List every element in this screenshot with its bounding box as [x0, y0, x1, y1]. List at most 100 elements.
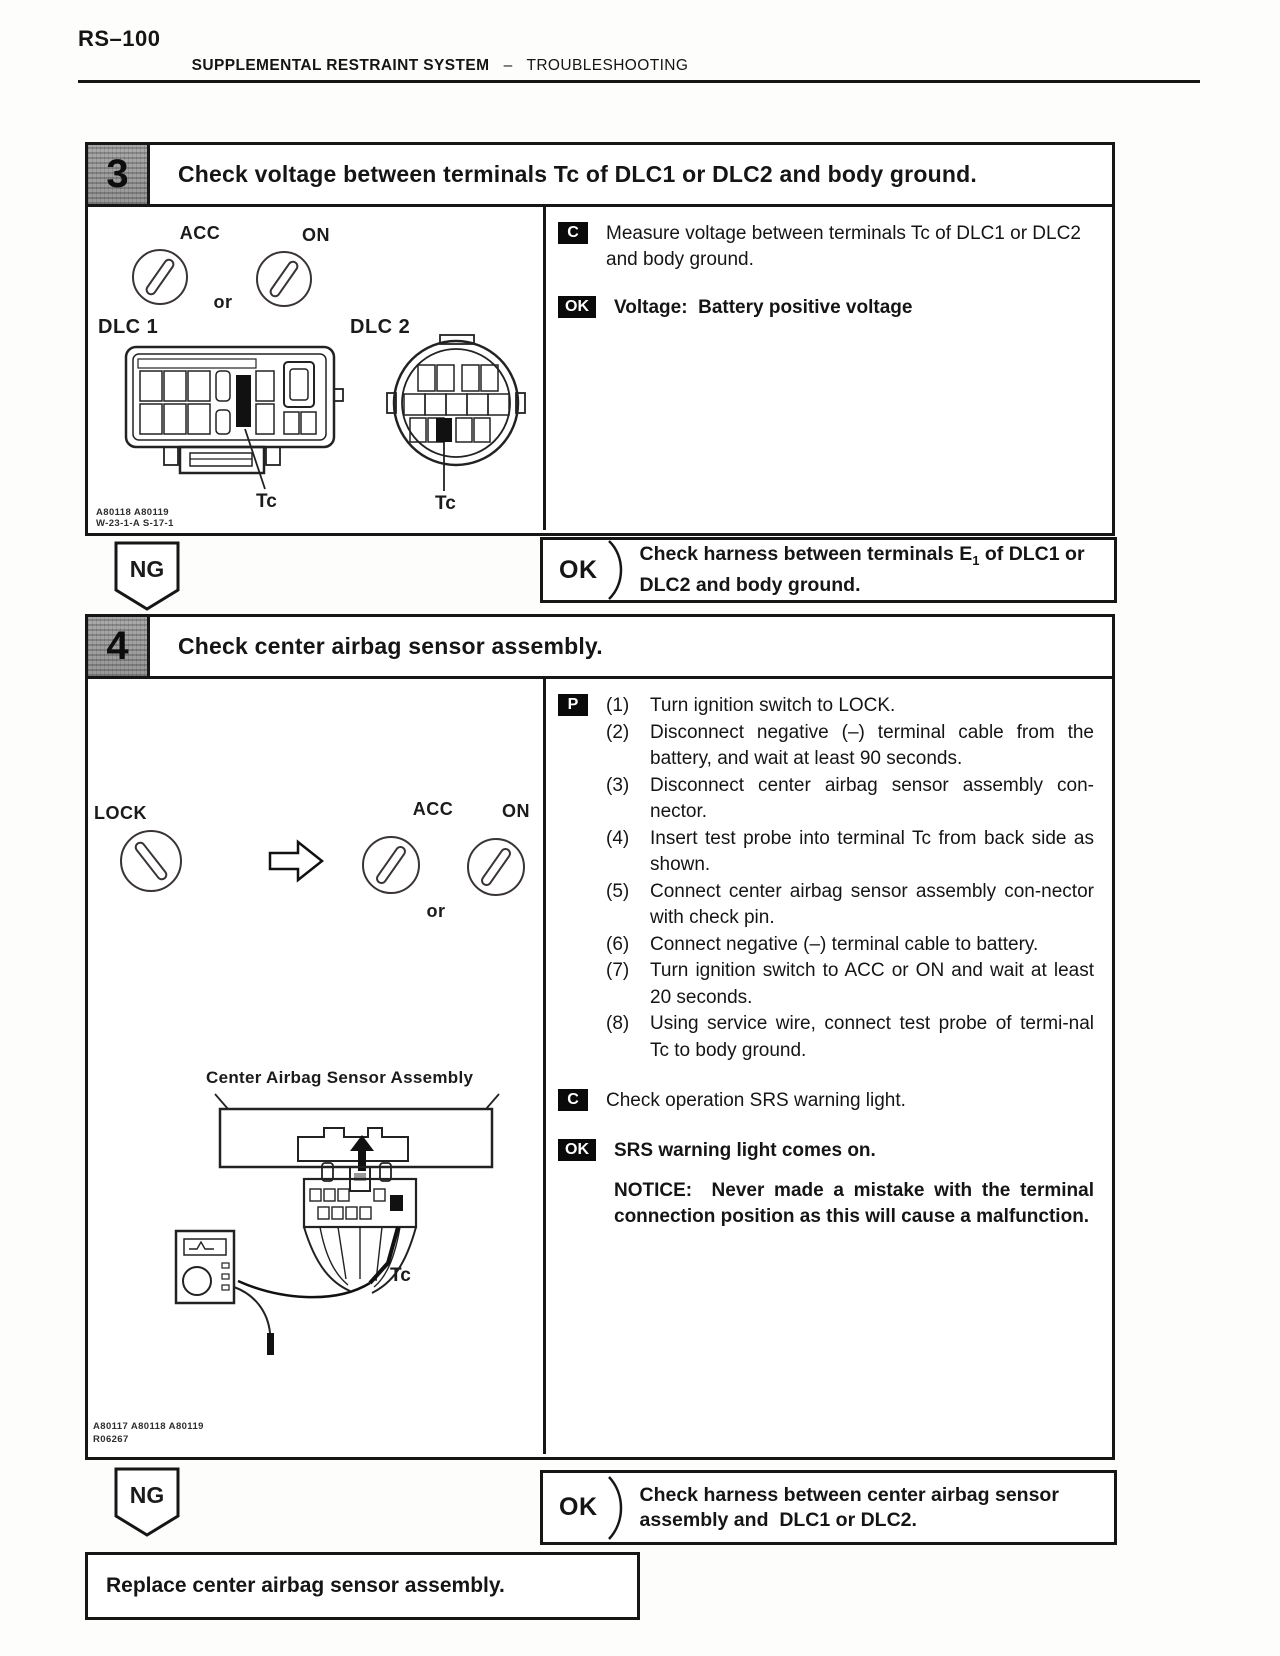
dlc2-tc-label: Tc [435, 493, 456, 514]
replace-action-box: Replace center airbag sensor assembly. [85, 1552, 640, 1620]
ng-arrow-icon: NG [114, 1467, 180, 1537]
step-text: Insert test probe into terminal Tc from … [650, 827, 1094, 876]
figure-code-line1: A80118 A80119 [96, 507, 169, 518]
page-number: RS–100 [78, 26, 161, 51]
step4-ok-action: Check harness between center airbag sens… [639, 1483, 1065, 1531]
step-item: (3) Disconnect center airbag sensor asse… [606, 773, 1094, 826]
sensor-assembly-icon [214, 1093, 500, 1169]
step3-title-row: 3 Check voltage between terminals Tc of … [88, 145, 1112, 207]
check-operation-row: C Check operation SRS warning light. [558, 1088, 1094, 1114]
numbered-steps: (1) Turn ignition switch to LOCK. (2) Di… [606, 693, 1094, 1064]
lock-label: LOCK [94, 803, 147, 823]
lock-key-icon [120, 830, 182, 892]
step-text: Connect center airbag sensor assembly co… [650, 880, 1094, 929]
dlc1-tc-label: Tc [256, 491, 277, 512]
step-text: Turn ignition switch to LOCK. [650, 695, 896, 716]
dlc2-connector-icon [386, 334, 526, 491]
step-item: (7) Turn ignition switch to ACC or ON an… [606, 958, 1094, 1011]
on-label: ON [302, 225, 330, 245]
running-header: SUPPLEMENTAL RESTRAINT SYSTEM – TROUBLES… [90, 57, 790, 75]
check-badge: C [558, 1089, 588, 1111]
header-subsection: TROUBLESHOOTING [526, 57, 689, 74]
on-label: ON [502, 801, 530, 821]
step-text: Using service wire, connect test probe o… [650, 1013, 1094, 1061]
step3-box: 3 Check voltage between terminals Tc of … [85, 142, 1115, 536]
step3-ok-callout: OK Check harness between terminals E1 of… [540, 537, 1117, 603]
ok-badge: OK [558, 296, 596, 318]
replace-text: Replace center airbag sensor assembly. [106, 1574, 505, 1597]
ng-label: NG [130, 1482, 165, 1508]
step4-title-row: 4 Check center airbag sensor assembly. [88, 617, 1112, 679]
header-separator: – [494, 57, 523, 74]
dlc2-label: DLC 2 [350, 316, 410, 338]
step3-number: 3 [88, 145, 150, 204]
step-text: Turn ignition switch to ACC or ON and wa… [650, 960, 1094, 1008]
step-num: (2) [606, 721, 630, 743]
step3-title: Check voltage between terminals Tc of DL… [178, 161, 977, 187]
ok-action-subscript: 1 [972, 552, 980, 568]
step3-diagram: ACC ON or DLC 1 DLC 2 [88, 207, 543, 530]
prepare-steps-row: P (1) Turn ignition switch to LOCK. (2) … [558, 693, 1094, 1064]
step4-diagram: LOCK ACC ON or [88, 679, 543, 1454]
acc-label: ACC [413, 799, 454, 819]
step-text: Disconnect center airbag sensor assembly… [650, 774, 1094, 823]
step-num: (7) [606, 960, 630, 981]
ok-badge: OK [558, 1139, 596, 1161]
assembly-label: Center Airbag Sensor Assembly [206, 1068, 473, 1087]
acc-label: ACC [180, 223, 221, 243]
figure-code-line2: R06267 [93, 1434, 129, 1445]
or-label: or [214, 292, 233, 312]
step4-diagram-svg: LOCK ACC ON or [93, 799, 530, 1445]
step-item: (4) Insert test probe into terminal Tc f… [606, 826, 1094, 879]
ok-action-pre: Check harness between terminals E [639, 543, 973, 566]
test-probe-icon [368, 1226, 400, 1285]
ng-arrow-icon: NG [114, 541, 180, 611]
ok-branch-label: OK [559, 1493, 598, 1521]
step4-instructions: P (1) Turn ignition switch to LOCK. (2) … [543, 679, 1112, 1454]
probe-wire [237, 1279, 371, 1299]
ok-result-row: OK SRS warning light comes on. NOTICE: N… [558, 1138, 1094, 1230]
figure-code-line1: A80117 A80118 A80119 [93, 1421, 204, 1432]
step4-box: 4 Check center airbag sensor assembly. L… [85, 614, 1115, 1460]
step-num: (4) [606, 827, 630, 849]
prepare-badge: P [558, 694, 588, 716]
step-num: (8) [606, 1013, 630, 1034]
check-operation-text: Check operation SRS warning light. [606, 1090, 906, 1111]
right-arrow-icon [268, 839, 325, 883]
acc-on-key-icons [362, 836, 525, 896]
tc-terminal-label: Tc [390, 1265, 411, 1286]
step-item: (1) Turn ignition switch to LOCK. [606, 693, 1094, 720]
voltage-spec-text: Voltage: Battery positive voltage [614, 297, 913, 318]
ignition-key-icons [132, 249, 312, 307]
step3-ok-action: Check harness between terminals E1 of DL… [640, 542, 1110, 598]
ok-result-text: SRS warning light comes on. [614, 1140, 876, 1161]
notice-text: NOTICE: Never made a mistake with the te… [614, 1180, 1100, 1227]
ng-label: NG [130, 556, 165, 582]
measure-instruction: C Measure voltage between terminals Tc o… [558, 221, 1094, 273]
header-rule [78, 80, 1200, 83]
ground-probe-icon [267, 1333, 274, 1355]
measure-text: Measure voltage between terminals Tc of … [606, 223, 1087, 270]
multimeter-icon [174, 1229, 271, 1334]
ok-branch-label: OK [559, 555, 598, 584]
up-arrow-icon [350, 1135, 374, 1171]
header-section: SUPPLEMENTAL RESTRAINT SYSTEM [191, 57, 490, 74]
check-badge: C [558, 222, 588, 244]
dlc1-label: DLC 1 [98, 316, 158, 338]
step3-ng-connector: NG [112, 540, 182, 619]
step4-title: Check center airbag sensor assembly. [178, 633, 603, 659]
branch-curve-icon [607, 1475, 622, 1540]
step4-ng-connector: NG [112, 1466, 182, 1545]
step4-ok-callout: OK Check harness between center airbag s… [540, 1470, 1117, 1545]
branch-curve-icon [607, 540, 622, 600]
step-item: (8) Using service wire, connect test pro… [606, 1011, 1094, 1064]
step4-number: 4 [88, 617, 150, 676]
step-num: (5) [606, 880, 630, 902]
step-item: (6) Connect negative (–) terminal cable … [606, 932, 1094, 959]
ok-action-post: of DLC1 or DLC2 and body ground. [639, 543, 1085, 596]
step3-diagram-svg: ACC ON or DLC 1 DLC 2 [96, 223, 526, 529]
dlc1-connector-icon [124, 345, 344, 490]
connector-icon [302, 1162, 418, 1294]
step-num: (1) [606, 695, 630, 716]
